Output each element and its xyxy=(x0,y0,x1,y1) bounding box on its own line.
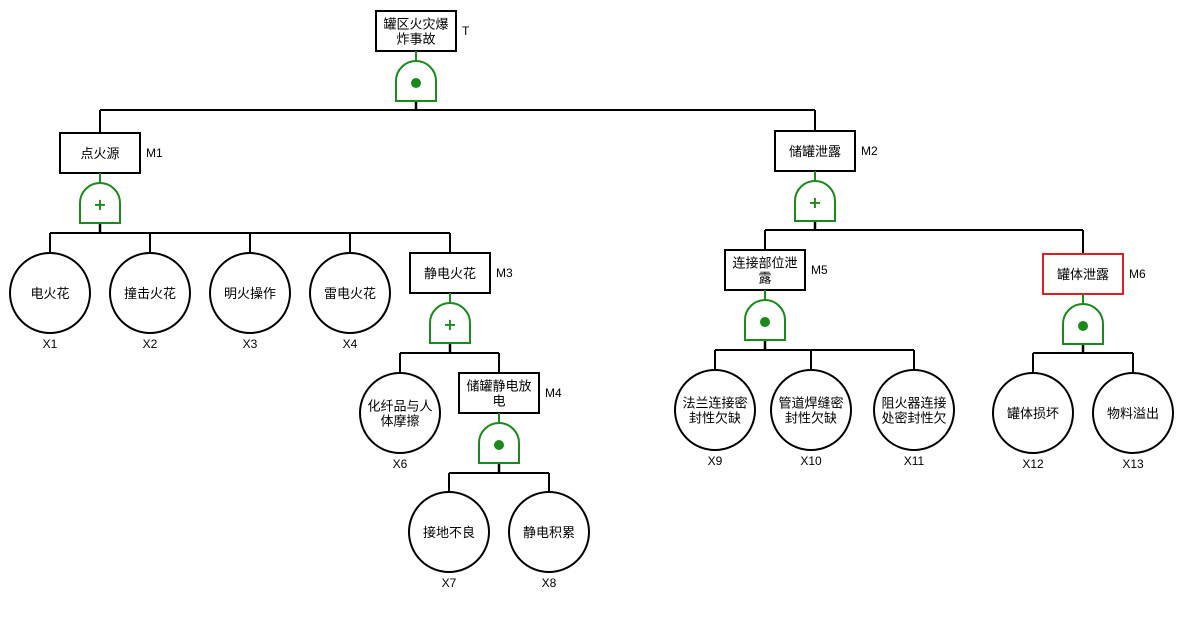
basic-event-circle[interactable] xyxy=(1092,372,1174,454)
event-box[interactable] xyxy=(724,249,806,291)
basic-event-circle[interactable] xyxy=(408,491,490,573)
event-label: 接地不良 xyxy=(423,525,475,541)
event-label: 电火花 xyxy=(30,286,69,302)
event-id-label: M6 xyxy=(1129,267,1146,281)
intermediate-event-m3[interactable]: 静电火花 M3 + xyxy=(409,252,513,344)
event-label: 化纤品与人 xyxy=(367,400,432,415)
intermediate-event-m1[interactable]: 点火源 M1 + xyxy=(59,132,163,224)
or-gate-icon[interactable] xyxy=(429,302,471,344)
basic-event-circle[interactable] xyxy=(209,252,291,334)
event-id-label: X9 xyxy=(708,454,723,468)
event-label: 雷电火花 xyxy=(324,286,376,302)
or-gate-icon[interactable] xyxy=(794,180,836,222)
connector-lines xyxy=(49,101,1134,492)
event-id-label: X12 xyxy=(1022,457,1044,471)
basic-event-x8[interactable]: 静电积累 X8 xyxy=(508,491,590,590)
event-label: 明火操作 xyxy=(224,286,276,302)
event-id-label: X10 xyxy=(800,454,822,468)
or-gate-plus-icon: + xyxy=(443,315,456,334)
event-label: 炸事故 xyxy=(396,33,435,48)
event-label: 露 xyxy=(758,272,771,287)
or-gate-icon[interactable] xyxy=(79,182,121,224)
event-label: 封性欠缺 xyxy=(785,411,837,427)
event-label: 法兰连接密 xyxy=(682,396,747,412)
basic-event-x1[interactable]: 电火花 X1 xyxy=(9,252,91,351)
event-label: 储罐静电放 xyxy=(466,380,531,395)
event-id-label: X7 xyxy=(442,576,457,590)
basic-event-circle[interactable] xyxy=(508,491,590,573)
event-id-label: M4 xyxy=(545,386,562,400)
event-id-label: T xyxy=(462,24,470,38)
event-id-label: X1 xyxy=(43,337,58,351)
basic-event-circle[interactable] xyxy=(674,369,756,451)
event-id-label: X11 xyxy=(904,454,925,468)
event-label: 罐体损坏 xyxy=(1007,407,1059,422)
event-label: 静电积累 xyxy=(523,526,575,541)
basic-event-circle[interactable] xyxy=(9,252,91,334)
event-label: 处密封性欠 xyxy=(881,411,946,427)
event-label: 管道焊缝密 xyxy=(778,396,843,412)
intermediate-event-m6[interactable]: 罐体泄露 M6 xyxy=(1042,253,1146,345)
event-label: 撞击火花 xyxy=(124,286,176,302)
event-box[interactable] xyxy=(375,10,457,52)
event-id-label: M5 xyxy=(811,263,828,277)
event-label: 静电火花 xyxy=(424,266,476,282)
event-label: 储罐泄露 xyxy=(789,145,841,160)
event-id-label: X13 xyxy=(1122,457,1144,471)
event-id-label: X2 xyxy=(143,337,158,351)
event-label: 阻火器连接 xyxy=(881,396,946,412)
and-gate-dot-icon xyxy=(1078,321,1088,331)
basic-event-circle[interactable] xyxy=(109,252,191,334)
event-id-label: M2 xyxy=(861,144,878,158)
event-id-label: X6 xyxy=(393,457,408,471)
event-box[interactable] xyxy=(59,132,141,174)
basic-event-circle[interactable] xyxy=(359,372,441,454)
event-id-label: M1 xyxy=(146,146,163,160)
intermediate-event-m2[interactable]: 储罐泄露 M2 + xyxy=(774,130,878,222)
basic-event-x4[interactable]: 雷电火花 X4 xyxy=(309,252,391,351)
event-id-label: X8 xyxy=(542,576,557,590)
or-gate-plus-icon: + xyxy=(93,195,106,214)
basic-event-x2[interactable]: 撞击火花 X2 xyxy=(109,252,191,351)
basic-event-x13[interactable]: 物料溢出 X13 xyxy=(1092,372,1174,471)
basic-event-circle[interactable] xyxy=(873,369,955,451)
event-id-label: X4 xyxy=(343,337,358,351)
basic-event-circle[interactable] xyxy=(309,252,391,334)
basic-event-circle[interactable] xyxy=(992,372,1074,454)
and-gate-dot-icon xyxy=(494,440,504,450)
event-label: 连接部位泄 xyxy=(732,256,797,272)
event-label: 点火源 xyxy=(80,147,119,162)
and-gate-dot-icon xyxy=(411,78,421,88)
event-label: 体摩擦 xyxy=(380,414,419,430)
and-gate-dot-icon xyxy=(760,317,770,327)
event-id-label: X3 xyxy=(243,337,258,351)
or-gate-plus-icon: + xyxy=(808,193,821,212)
event-label: 罐体泄露 xyxy=(1057,268,1109,283)
event-id-label: M3 xyxy=(496,266,513,280)
basic-event-circle[interactable] xyxy=(770,369,852,451)
basic-event-x3[interactable]: 明火操作 X3 xyxy=(209,252,291,351)
basic-event-x12[interactable]: 罐体损坏 X12 xyxy=(992,372,1074,471)
event-label: 物料溢出 xyxy=(1107,407,1159,422)
event-label: 封性欠缺 xyxy=(689,411,741,427)
event-label: 罐区火灾爆 xyxy=(383,17,448,33)
event-label: 电 xyxy=(492,395,505,410)
basic-event-x7[interactable]: 接地不良 X7 xyxy=(408,491,490,590)
